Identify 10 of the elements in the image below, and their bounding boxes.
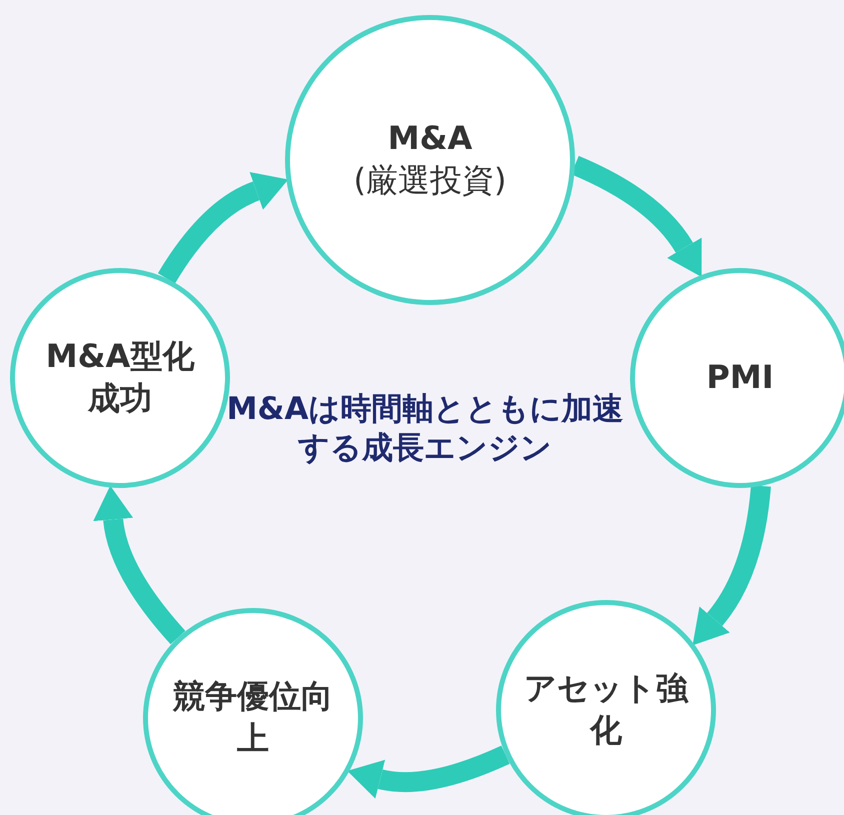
arrow bbox=[693, 485, 771, 646]
arrow bbox=[346, 746, 510, 799]
center-caption: M&Aは時間軸とともに加速する成長エンジン bbox=[226, 390, 624, 468]
arrow bbox=[93, 486, 186, 644]
node-label: PMI bbox=[706, 357, 774, 398]
node-label: M&A bbox=[388, 118, 472, 160]
node-label: M&A型化成功 bbox=[44, 336, 196, 419]
node-label: アセット強化 bbox=[523, 668, 690, 751]
node-label: (厳選投資) bbox=[354, 160, 506, 201]
node-label: 競争優位向上 bbox=[172, 676, 334, 759]
